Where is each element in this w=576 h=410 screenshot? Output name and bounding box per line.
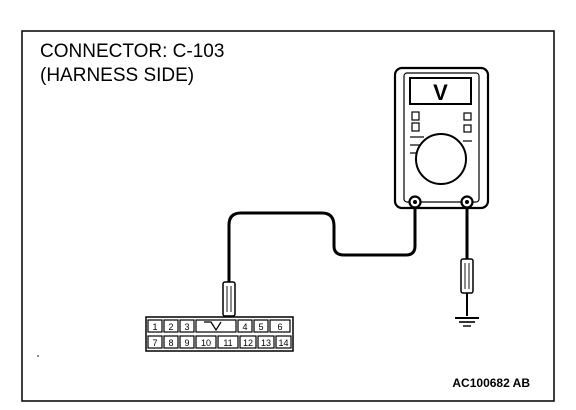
speck (37, 355, 39, 357)
ground-probe (460, 258, 474, 316)
pin-label: 2 (168, 322, 173, 332)
connector-pin-cell (179, 335, 195, 349)
ground-icon (455, 317, 479, 327)
meter-button-lower (463, 124, 472, 133)
connector-pin-cell (253, 319, 269, 333)
display-symbol: V (433, 80, 448, 105)
connector-pin-cell (147, 335, 163, 349)
pin-label: 9 (184, 338, 189, 348)
multimeter-display (409, 77, 472, 105)
pin-label: 1 (152, 322, 157, 332)
pin-label: 11 (223, 338, 232, 348)
pin-label: 14 (278, 338, 288, 348)
multimeter-inner-bezel (403, 72, 480, 203)
pin-label: 6 (277, 322, 282, 332)
multimeter: V (393, 66, 490, 210)
connector-pin-cell (237, 319, 253, 333)
meter-jack-left-center (413, 200, 417, 204)
connector-subtitle: (HARNESS SIDE) (40, 65, 194, 86)
figure-code: AC100682 AB (452, 376, 530, 390)
connector-key-notch (204, 321, 222, 332)
connector-pin-cell (179, 319, 195, 333)
connector-pin-cell (275, 335, 292, 349)
pin-label: 7 (152, 338, 157, 348)
connector-pin-cell (195, 335, 217, 349)
pin-label: 3 (184, 322, 189, 332)
connector-pin-cell (163, 335, 179, 349)
test-lead-to-connector (227, 207, 417, 288)
pin-label: 10 (201, 338, 211, 348)
pin-label: 5 (258, 322, 263, 332)
connector-title: CONNECTOR: C-103 (40, 41, 224, 62)
meter-jack-right-center (465, 200, 469, 204)
pin-label: 8 (168, 338, 173, 348)
ground-probe-handle (460, 258, 474, 294)
pin-label: 12 (243, 338, 253, 348)
meter-dial (415, 133, 467, 185)
meter-indicator-left-top (411, 111, 420, 121)
connector-pin-cell (239, 335, 257, 349)
meter-button-upper (463, 112, 472, 121)
probe-handle (222, 281, 236, 317)
connector-pin-cell (217, 335, 239, 349)
connector-pin-cell (269, 319, 291, 333)
connector-pin-cell (257, 335, 275, 349)
diagram-frame (21, 30, 555, 402)
pin-label: 4 (242, 322, 247, 332)
pin-label: 13 (261, 338, 271, 348)
connector-pin-cell (147, 319, 163, 333)
meter-indicator-left-bottom (411, 122, 420, 132)
connector-key (195, 319, 237, 333)
connector-c103: 1 2 3 4 5 6 7 8 9 10 11 12 13 14 (145, 316, 294, 352)
connector-pin-cell (163, 319, 179, 333)
